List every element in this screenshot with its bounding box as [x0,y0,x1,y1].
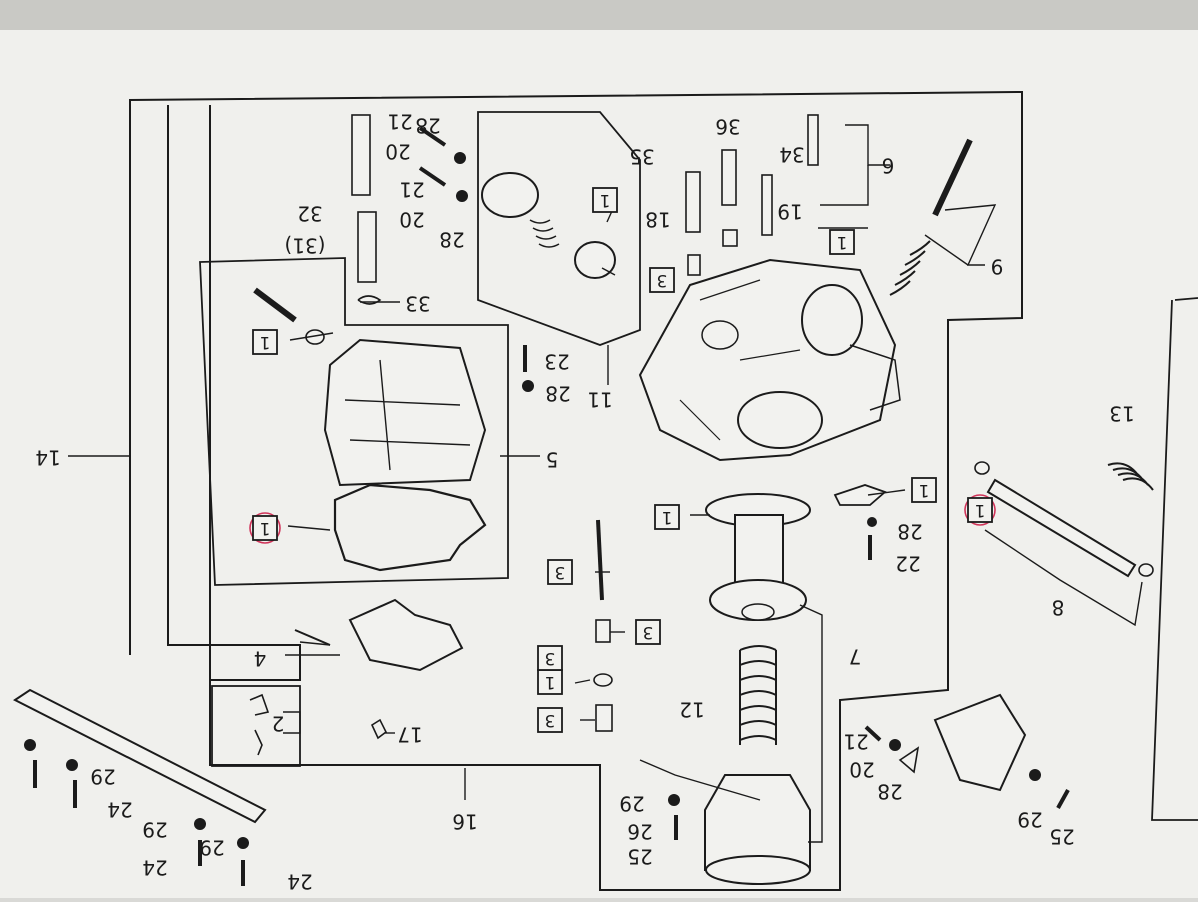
label-13: 13 [1109,402,1134,426]
cable-stay [13,688,267,824]
label-21a: 21 [387,110,412,134]
assembly-outline-14 [129,90,1023,891]
pin-33 [357,295,382,305]
box-1e: 1 [662,507,673,527]
label-29e: 29 [1017,808,1042,832]
jets-group [685,114,819,276]
label-34: 34 [779,143,804,167]
label-5: 5 [546,448,559,472]
top-shadow [0,0,1198,30]
label-20b: 20 [399,208,424,232]
link-lever [898,746,920,774]
tube-31 [351,114,371,196]
box-1c: 1 [260,332,271,352]
label-20a: 20 [385,140,410,164]
label-28b: 28 [439,228,464,252]
float-gasket [333,483,487,572]
box-1a: 1 [600,190,611,210]
label-25a: 25 [627,845,652,869]
label-28d: 28 [897,520,922,544]
label-29d: 29 [619,792,644,816]
float-chamber-box [199,257,509,586]
label-29c: 29 [199,836,224,860]
box-1d: 1 [260,518,271,538]
label-9: 9 [991,255,1004,279]
label-24c: 24 [287,870,312,894]
drain-screw [253,287,297,323]
spring-12 [739,645,777,745]
label-24a: 24 [107,798,132,822]
clip-2 [249,693,270,756]
box-1h: 1 [545,672,556,692]
label-36: 36 [715,115,740,139]
label-24b: 24 [142,856,167,880]
label-2: 2 [272,712,285,736]
label-23: 23 [544,350,569,374]
label-19: 19 [777,200,802,224]
float-chamber-5 [323,338,487,487]
label-32: 32 [297,202,322,226]
chamber-cover [704,774,811,885]
throttle-lever [833,484,887,506]
label-12: 12 [679,698,704,722]
label-28c: 28 [545,382,570,406]
label-16: 16 [452,810,477,834]
part-number-labels: 14 16 5 11 6 9 13 8 7 12 4 2 17 18 19 20… [35,110,1134,894]
label-20c: 20 [849,758,874,782]
label-29b: 29 [142,818,167,842]
box-1g: 1 [975,500,986,520]
label-18: 18 [645,208,670,232]
label-11: 11 [587,388,612,412]
box-3d: 3 [545,648,556,668]
carburetor-body [638,258,901,462]
bracket [933,693,1027,792]
main-jet [595,704,613,732]
label-22: 22 [895,552,920,576]
label-14: 14 [35,446,60,470]
spring-13 [1107,462,1154,491]
jet-needle [596,519,604,601]
needle-jet [595,619,611,643]
pilot-screw-9 [889,138,973,296]
label-33: 33 [405,292,430,316]
label-8: 8 [1052,596,1065,620]
label-21b: 21 [399,178,424,202]
label-26: 26 [627,820,652,844]
o-ring-small [593,673,613,687]
vacuum-piston-7 [705,493,811,621]
box-3a: 3 [657,270,668,290]
label-25b: 25 [1049,825,1074,849]
label-4: 4 [254,647,267,671]
boxed-references: 1 1 1 1 1 1 1 1 3 3 3 3 3 [249,187,996,733]
label-6: 6 [882,154,895,178]
box-3b: 3 [555,562,566,582]
label-7: 7 [849,645,862,669]
label-31: (31) [284,234,325,258]
box-1f: 1 [919,480,930,500]
label-17: 17 [397,723,422,747]
label-28a: 28 [415,114,440,138]
label-35: 35 [629,145,654,169]
screws [24,126,1070,886]
right-panel-edge [1151,297,1198,821]
label-28e: 28 [877,780,902,804]
leader-lines [283,124,1143,843]
float-4 [294,598,464,672]
assembly-outline-16 [167,105,301,765]
box-1b: 1 [837,232,848,252]
box-3c: 3 [643,622,654,642]
tube-32 [357,211,377,283]
throttle-shaft-8 [974,461,1154,578]
clip-17 [370,718,388,740]
label-21c: 21 [843,730,868,754]
choke-box [477,111,641,346]
label-29a: 29 [90,765,115,789]
box-3e: 3 [545,710,556,730]
